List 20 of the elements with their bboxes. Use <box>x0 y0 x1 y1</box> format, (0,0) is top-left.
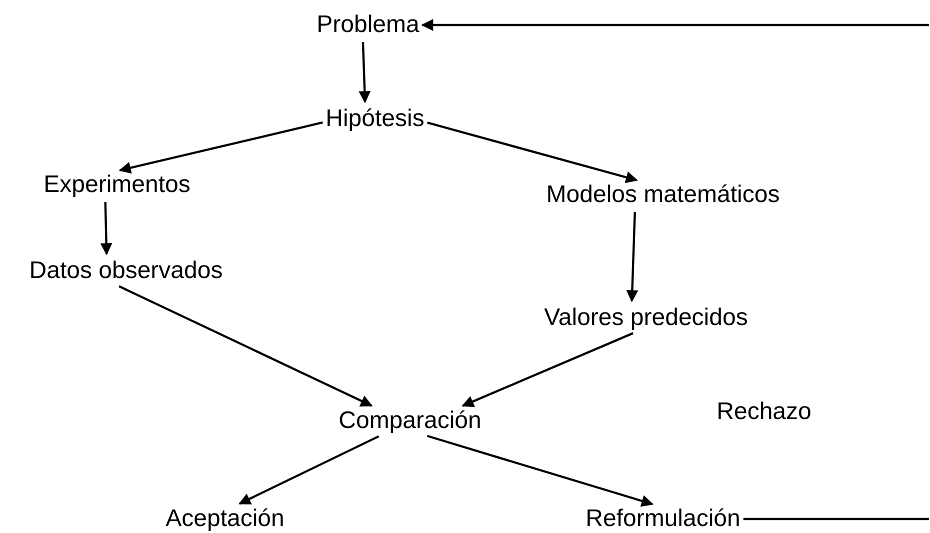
node-label: Experimentos <box>44 171 190 199</box>
node-label: Valores predecidos <box>544 304 748 332</box>
node-label: Comparación <box>338 407 482 435</box>
arrow <box>118 121 323 174</box>
arrow <box>626 212 638 302</box>
text-label: Rechazo <box>716 398 812 426</box>
arrow <box>238 435 380 505</box>
arrow <box>358 42 371 104</box>
node-label: Modelos matemáticos <box>546 181 780 209</box>
node-label: Hipótesis <box>326 105 424 133</box>
arrow <box>421 19 929 31</box>
arrow <box>100 202 112 256</box>
node-label: Aceptación <box>166 505 284 533</box>
arrow <box>426 122 638 184</box>
node-label: Problema <box>316 11 420 39</box>
arrow <box>118 285 373 407</box>
node-label: Reformulación <box>586 505 740 533</box>
arrow <box>462 332 634 408</box>
arrow <box>426 434 654 507</box>
node-label: Datos observados <box>29 257 223 285</box>
